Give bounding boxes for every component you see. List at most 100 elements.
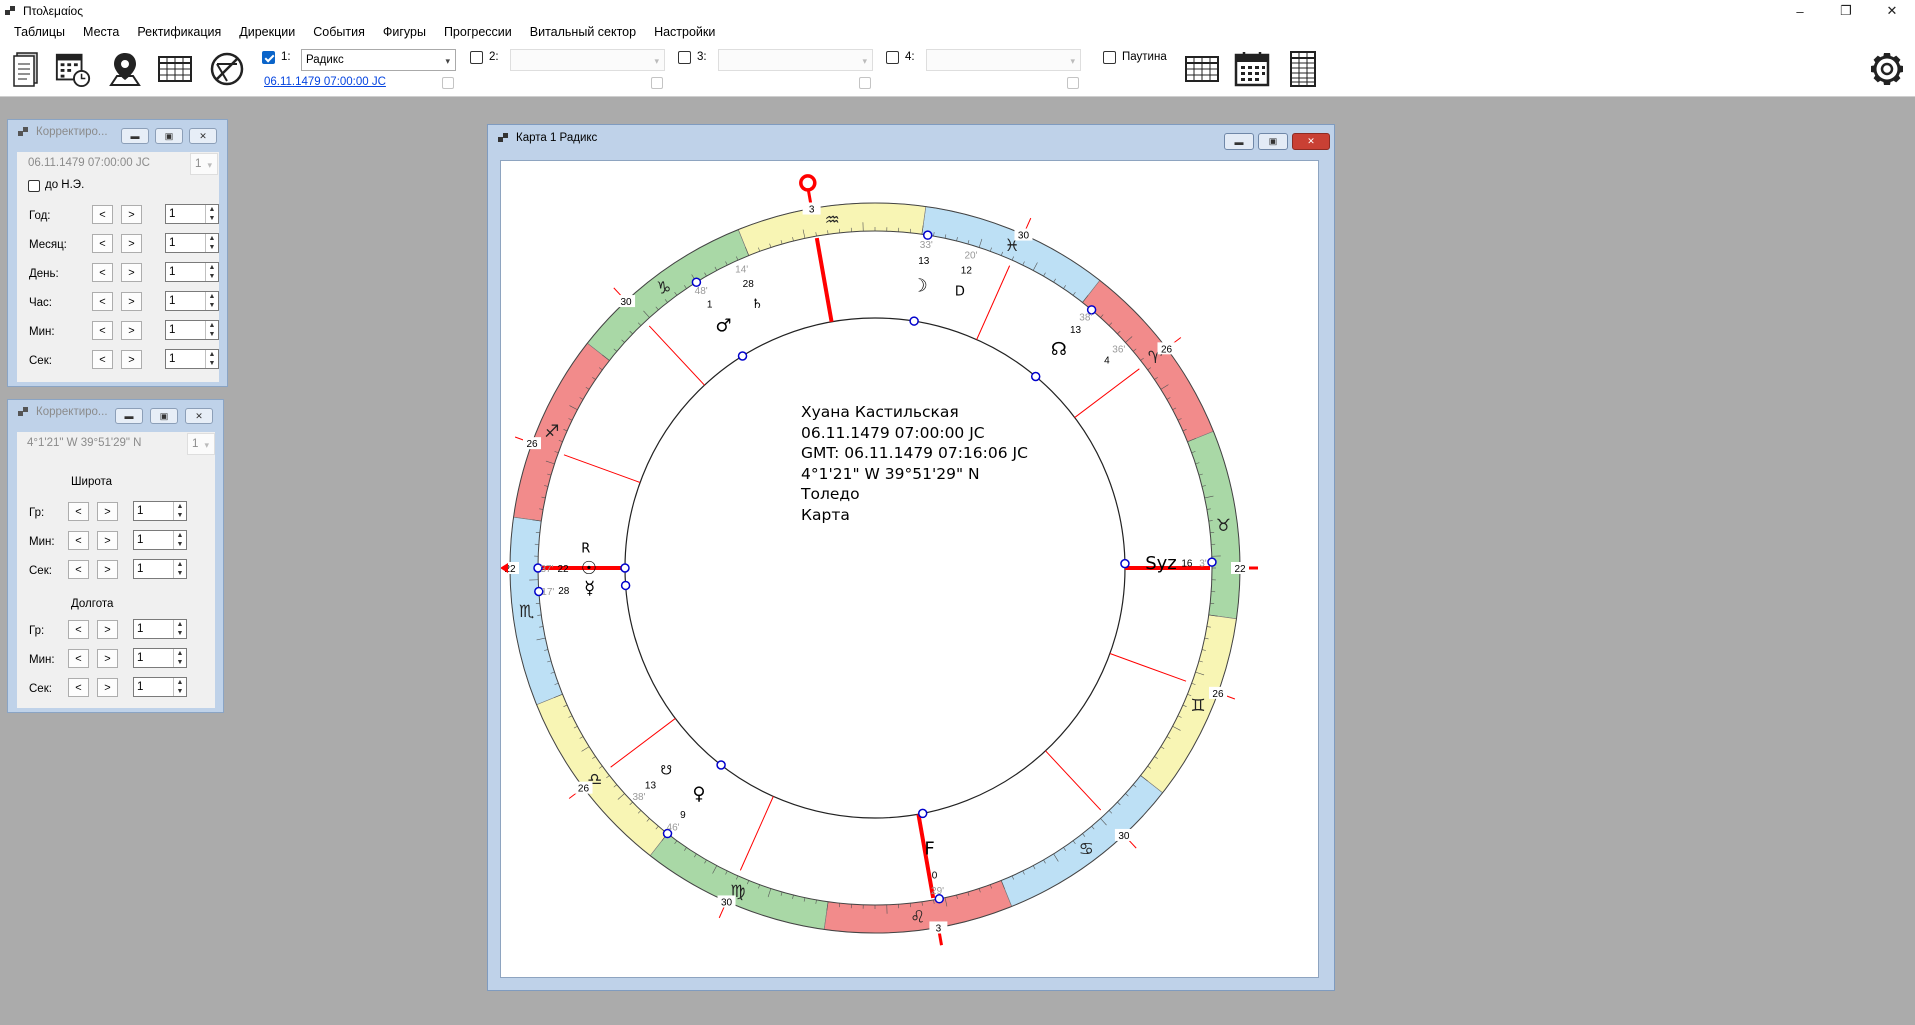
panel-close-button[interactable]: ✕ bbox=[189, 128, 217, 144]
day-stepper[interactable]: 1▲▼ bbox=[165, 262, 219, 282]
chart-maximize-button[interactable]: ▣ bbox=[1258, 133, 1288, 150]
panel-maximize-button[interactable]: ▣ bbox=[150, 408, 178, 424]
degree-tick bbox=[1063, 285, 1066, 289]
hour-prev-button[interactable]: < bbox=[92, 292, 113, 311]
calendar-icon[interactable] bbox=[1233, 50, 1271, 88]
spin-icon[interactable]: ▲▼ bbox=[173, 649, 186, 667]
panel-maximize-button[interactable]: ▣ bbox=[155, 128, 183, 144]
minimize-button[interactable]: – bbox=[1796, 3, 1804, 19]
minute-next-button[interactable]: > bbox=[121, 321, 142, 340]
calendar-clock-icon[interactable] bbox=[54, 50, 92, 88]
minute-prev-button[interactable]: < bbox=[92, 321, 113, 340]
year-next-button[interactable]: > bbox=[121, 205, 142, 224]
slot4-combo[interactable]: ▾ bbox=[926, 49, 1081, 71]
slot1-sub-checkbox[interactable] bbox=[442, 77, 454, 89]
month-stepper[interactable]: 1▲▼ bbox=[165, 233, 219, 253]
date-step-combo[interactable]: 1▾ bbox=[190, 153, 218, 175]
spin-icon[interactable]: ▲▼ bbox=[205, 292, 218, 310]
slot4-checkbox[interactable] bbox=[886, 51, 899, 64]
lon-sec-prev-button[interactable]: < bbox=[68, 678, 89, 697]
lon-min-next-button[interactable]: > bbox=[97, 649, 118, 668]
maximize-button[interactable]: ❐ bbox=[1840, 3, 1852, 18]
lon-deg-next-button[interactable]: > bbox=[97, 620, 118, 639]
lat-sec-stepper[interactable]: 1▲▼ bbox=[133, 559, 187, 579]
lat-deg-stepper[interactable]: 1▲▼ bbox=[133, 501, 187, 521]
bc-checkbox[interactable] bbox=[28, 180, 40, 192]
map-pin-icon[interactable] bbox=[106, 50, 144, 88]
table-icon[interactable] bbox=[156, 50, 194, 88]
second-stepper[interactable]: 1▲▼ bbox=[165, 349, 219, 369]
second-prev-button[interactable]: < bbox=[92, 350, 113, 369]
month-prev-button[interactable]: < bbox=[92, 234, 113, 253]
lon-sec-stepper[interactable]: 1▲▼ bbox=[133, 677, 187, 697]
slot2-combo[interactable]: ▾ bbox=[510, 49, 665, 71]
day-next-button[interactable]: > bbox=[121, 263, 142, 282]
hour-next-button[interactable]: > bbox=[121, 292, 142, 311]
lon-deg-prev-button[interactable]: < bbox=[68, 620, 89, 639]
lon-deg-stepper[interactable]: 1▲▼ bbox=[133, 619, 187, 639]
slot4-sub-checkbox[interactable] bbox=[1067, 77, 1079, 89]
lat-sec-next-button[interactable]: > bbox=[97, 560, 118, 579]
slot2-sub-checkbox[interactable] bbox=[651, 77, 663, 89]
month-next-button[interactable]: > bbox=[121, 234, 142, 253]
lat-min-stepper[interactable]: 1▲▼ bbox=[133, 530, 187, 550]
year-stepper[interactable]: 1▲▼ bbox=[165, 204, 219, 224]
slot1-checkbox[interactable] bbox=[262, 51, 275, 64]
lat-deg-next-button[interactable]: > bbox=[97, 502, 118, 521]
panel-minimize-button[interactable]: ▬ bbox=[121, 128, 149, 144]
spin-icon[interactable]: ▲▼ bbox=[205, 263, 218, 281]
degree-tick bbox=[714, 266, 718, 271]
lat-deg-prev-button[interactable]: < bbox=[68, 502, 89, 521]
slot1-date-link[interactable]: 06.11.1479 07:00:00 JC bbox=[264, 76, 386, 88]
pautina-checkbox[interactable] bbox=[1103, 51, 1116, 64]
spin-icon[interactable]: ▲▼ bbox=[205, 234, 218, 252]
place-step-combo[interactable]: 1▾ bbox=[187, 433, 215, 455]
table-grid-icon[interactable] bbox=[1183, 50, 1221, 88]
slot3-combo[interactable]: ▾ bbox=[718, 49, 873, 71]
panel-close-button[interactable]: ✕ bbox=[185, 408, 213, 424]
second-next-button[interactable]: > bbox=[121, 350, 142, 369]
spin-icon[interactable]: ▲▼ bbox=[205, 321, 218, 339]
menu-events[interactable]: События bbox=[313, 25, 365, 39]
menu-vital-sector[interactable]: Витальный сектор bbox=[529, 25, 637, 39]
no-aspects-icon[interactable] bbox=[208, 50, 246, 88]
slot3-sub-checkbox[interactable] bbox=[859, 77, 871, 89]
natal-chart[interactable]: ♉♈♓♒♑♐♏♎♍♌♋♊2226303302622263033026☽1333'… bbox=[501, 161, 1318, 977]
spin-icon[interactable]: ▲▼ bbox=[205, 205, 218, 223]
lon-min-prev-button[interactable]: < bbox=[68, 649, 89, 668]
menu-progressions[interactable]: Прогрессии bbox=[443, 25, 512, 39]
spin-icon[interactable]: ▲▼ bbox=[205, 350, 218, 368]
spin-icon[interactable]: ▲▼ bbox=[173, 678, 186, 696]
menu-rectification[interactable]: Ректификация bbox=[137, 25, 222, 39]
day-prev-button[interactable]: < bbox=[92, 263, 113, 282]
lat-sec-prev-button[interactable]: < bbox=[68, 560, 89, 579]
document-icon[interactable] bbox=[8, 50, 46, 88]
spin-icon[interactable]: ▲▼ bbox=[173, 531, 186, 549]
spin-icon[interactable]: ▲▼ bbox=[173, 502, 186, 520]
lon-min-stepper[interactable]: 1▲▼ bbox=[133, 648, 187, 668]
menu-directions[interactable]: Дирекции bbox=[239, 25, 296, 39]
slot1-combo[interactable]: Радикс ▾ bbox=[301, 49, 456, 71]
slot3-checkbox[interactable] bbox=[678, 51, 691, 64]
slot2-checkbox[interactable] bbox=[470, 51, 483, 64]
list-grid-icon[interactable] bbox=[1284, 50, 1322, 88]
menu-figures[interactable]: Фигуры bbox=[382, 25, 426, 39]
year-prev-button[interactable]: < bbox=[92, 205, 113, 224]
lon-sec-next-button[interactable]: > bbox=[97, 678, 118, 697]
hour-stepper[interactable]: 1▲▼ bbox=[165, 291, 219, 311]
lat-min-prev-button[interactable]: < bbox=[68, 531, 89, 550]
close-button[interactable]: ✕ bbox=[1886, 3, 1898, 18]
chart-close-button[interactable]: ✕ bbox=[1292, 133, 1330, 150]
lat-min-next-button[interactable]: > bbox=[97, 531, 118, 550]
menu-settings[interactable]: Настройки bbox=[654, 25, 716, 39]
chart-minimize-button[interactable]: ▬ bbox=[1224, 133, 1254, 150]
spin-icon[interactable]: ▲▼ bbox=[173, 560, 186, 578]
minute-stepper[interactable]: 1▲▼ bbox=[165, 320, 219, 340]
degree-tick bbox=[1011, 256, 1014, 261]
panel-minimize-button[interactable]: ▬ bbox=[115, 408, 143, 424]
menu-places[interactable]: Места bbox=[83, 25, 120, 39]
spin-icon[interactable]: ▲▼ bbox=[173, 620, 186, 638]
gear-icon[interactable] bbox=[1868, 50, 1906, 88]
menu-tables[interactable]: Таблицы bbox=[14, 25, 66, 39]
